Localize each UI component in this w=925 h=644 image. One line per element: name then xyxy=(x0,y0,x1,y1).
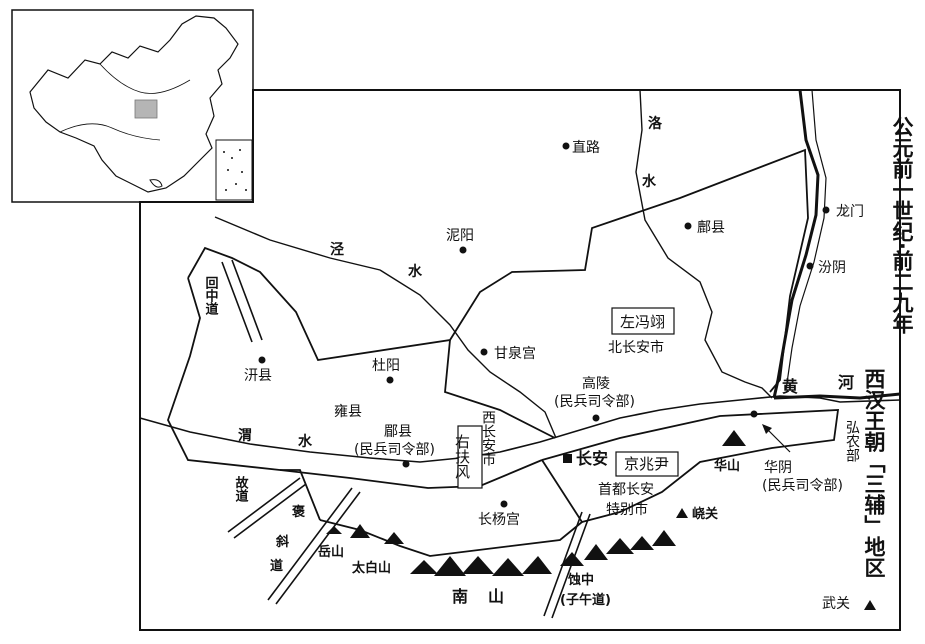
nanshan-label-1: 南 xyxy=(452,587,468,606)
gaoling-label: 高陵 xyxy=(582,375,610,392)
ganquangong-marker xyxy=(480,348,488,356)
jingzhaoyin-east-boundary xyxy=(541,409,840,523)
luo-river xyxy=(635,89,773,399)
gaoling-marker xyxy=(592,414,600,422)
hongnong-label: 弘农部 xyxy=(844,420,860,462)
ziwu-label: (子午道) xyxy=(560,592,611,608)
qianxian-marker xyxy=(258,356,266,364)
fenyin-label: 汾阴 xyxy=(818,260,846,276)
qianxian-label: 汧县 xyxy=(244,368,272,384)
inset-south-sea-box xyxy=(215,139,253,201)
jingzhaoyin-label: 京兆尹 xyxy=(624,455,669,473)
fuxian-marker xyxy=(684,222,692,230)
fuxian-label: 鄜县 xyxy=(697,220,725,236)
nanshan-label-2: 山 xyxy=(488,587,504,606)
huizhong-label: 回中道 xyxy=(203,276,219,316)
wuguan-marker xyxy=(864,600,876,610)
luo-river-label-2: 水 xyxy=(642,173,657,190)
wei-river-label-1: 渭 xyxy=(238,428,252,444)
fenyin-marker xyxy=(806,262,814,270)
huayin-arrowhead xyxy=(762,424,772,434)
jingzhaoyin-box xyxy=(615,451,679,477)
duyang-label: 杜阳 xyxy=(372,358,400,374)
inset-map xyxy=(11,9,254,203)
yellow-river-west xyxy=(772,89,820,399)
youfufeng-sublabel: 西长安市 xyxy=(480,410,496,466)
zuofengyi-box xyxy=(611,307,675,335)
yueshan-label: 岳山 xyxy=(318,544,344,560)
inset-inner-line xyxy=(59,123,161,141)
huashan-peak xyxy=(722,430,746,446)
changan-marker xyxy=(563,454,572,463)
ganquangong-label: 甘泉宫 xyxy=(494,345,536,362)
inset-islands xyxy=(223,149,247,191)
zhizhong-label: 蚀中 xyxy=(567,572,594,588)
inset-frame xyxy=(11,9,254,203)
changan-label: 长安 xyxy=(576,449,608,468)
yellow-river-south xyxy=(773,392,901,400)
yaoguan-marker xyxy=(676,508,688,518)
jing-river xyxy=(214,216,557,439)
baoxie-label-1: 褒 xyxy=(291,504,306,520)
meixian-label: 郿县 xyxy=(384,424,412,440)
mountain-range xyxy=(326,430,746,576)
youfufeng-box xyxy=(457,425,483,489)
longmen-marker xyxy=(822,206,830,214)
niyang-marker xyxy=(459,246,467,254)
luo-river-label-1: 洛 xyxy=(648,115,663,132)
taibaishan-label: 太白山 xyxy=(351,560,391,576)
huayin-note: (民兵司令部) xyxy=(762,478,843,494)
place-markers xyxy=(258,142,876,610)
baoxie-label-2: 斜 xyxy=(275,534,289,550)
huayin-marker xyxy=(750,410,758,418)
title-name: 西汉王朝「三辅」地区 xyxy=(862,368,886,578)
niyang-label: 泥阳 xyxy=(446,228,474,244)
jingzhaoyin-sublabel-1: 首都长安 xyxy=(598,482,654,498)
longmen-label: 龙门 xyxy=(836,204,864,220)
inset-inner-line-2 xyxy=(99,63,191,94)
jingzhaoyin-sublabel-2: 特别市 xyxy=(606,501,648,518)
baoxie-label-3: 道 xyxy=(270,558,283,574)
youfufeng-boundary xyxy=(167,277,543,489)
wei-river xyxy=(139,395,901,463)
inset-china-outline xyxy=(29,15,239,193)
he-label: 河 xyxy=(838,373,854,392)
changyanggong-marker xyxy=(500,500,508,508)
wei-river-label-2: 水 xyxy=(298,433,313,450)
huizhong-road xyxy=(221,259,263,343)
jing-river-label-1: 泾 xyxy=(330,241,344,258)
huashan-label: 华山 xyxy=(714,458,740,474)
yaoguan-label: 峣关 xyxy=(692,506,718,522)
main-frame xyxy=(139,89,901,631)
jingzhaoyin-west-boundary xyxy=(319,459,584,557)
inset-hainan xyxy=(149,179,163,188)
zhilu-label: 直路 xyxy=(572,139,600,156)
yellow-river-east xyxy=(785,89,827,391)
zuofengyi-label: 左冯翊 xyxy=(620,313,665,331)
title-date: 公元前一世纪·前二九年 xyxy=(890,116,915,335)
huayin-label: 华阴 xyxy=(764,460,792,476)
jing-river-label-2: 水 xyxy=(408,263,423,280)
meixian-note: (民兵司令部) xyxy=(354,442,435,458)
gudao-label: 故道 xyxy=(233,475,249,503)
inner-boundary xyxy=(444,339,556,439)
gu-road xyxy=(227,477,307,539)
duyang-marker xyxy=(386,376,394,384)
yongxian-label: 雍县 xyxy=(334,404,362,420)
wuguan-label: 武关 xyxy=(822,596,850,612)
zuofengyi-sublabel: 北长安市 xyxy=(608,339,664,356)
zuofengyi-boundary xyxy=(187,148,809,393)
changyanggong-label: 长杨宫 xyxy=(478,512,520,528)
inset-highlight xyxy=(134,99,158,119)
baoxie-road xyxy=(267,487,361,605)
meixian-marker xyxy=(402,460,410,468)
youfufeng-label: 右扶风 xyxy=(453,434,471,480)
gaoling-note: (民兵司令部) xyxy=(554,394,635,410)
zhilu-marker xyxy=(562,142,570,150)
huang-label: 黄 xyxy=(782,377,798,396)
southwest-boundary xyxy=(280,469,321,521)
